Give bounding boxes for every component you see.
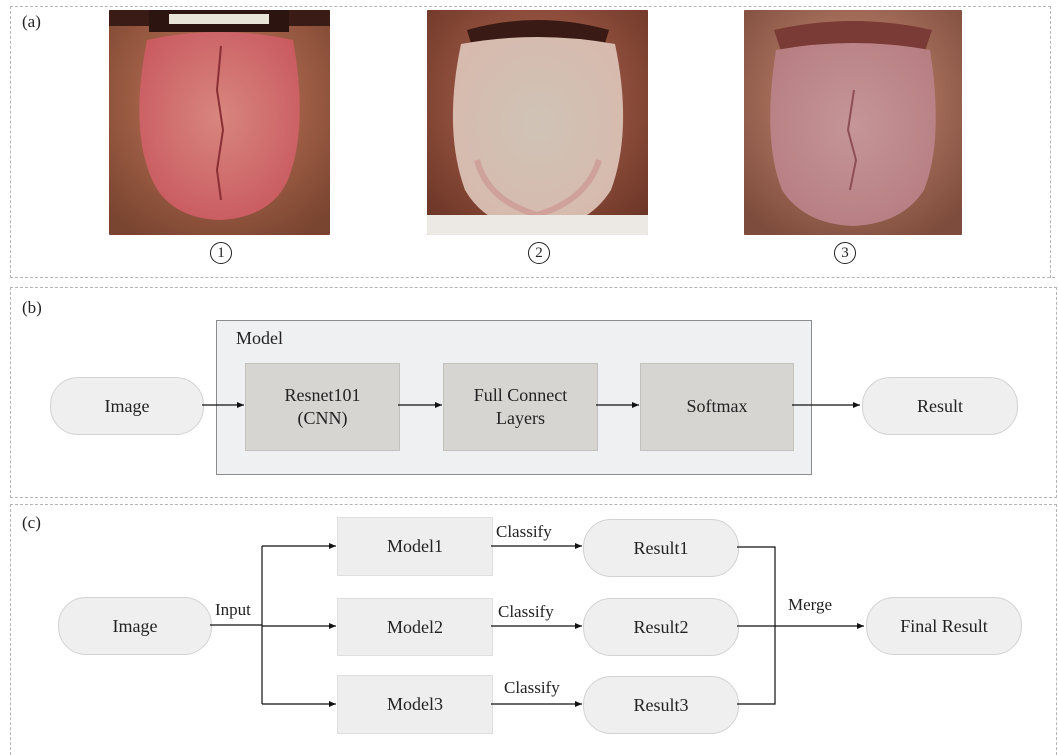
line-result1-to-merge (737, 547, 775, 626)
line-result3-to-merge (737, 626, 775, 704)
